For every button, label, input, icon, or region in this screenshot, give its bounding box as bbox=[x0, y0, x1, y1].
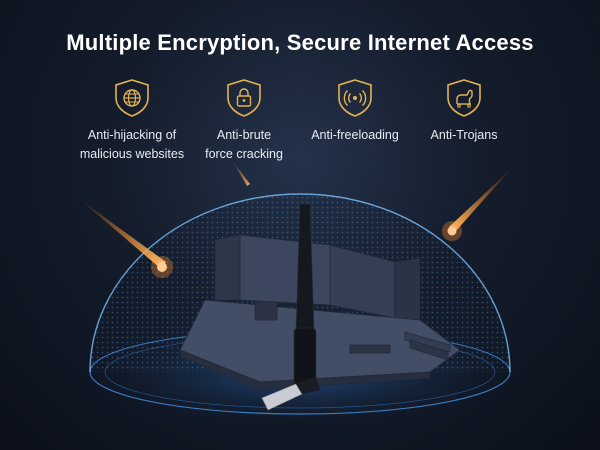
feature-row: Anti-hijacking of malicious websites Ant… bbox=[0, 78, 600, 168]
feature-anti-freeloading: Anti-freeloading bbox=[290, 78, 420, 145]
feature-label: Anti-hijacking of malicious websites bbox=[79, 128, 185, 161]
feature-label: Anti-freeloading bbox=[311, 128, 399, 142]
feature-anti-trojans: Anti-Trojans bbox=[399, 78, 529, 145]
meteor-right bbox=[442, 168, 512, 241]
trojan-horse-icon bbox=[447, 79, 481, 117]
usb-wifi-adapter bbox=[261, 203, 320, 411]
feature-anti-hijacking: Anti-hijacking of malicious websites bbox=[67, 78, 197, 164]
feature-label: Anti-Trojans bbox=[430, 128, 498, 142]
meteor-left bbox=[78, 198, 173, 278]
feature-anti-brute-force: Anti-brute force cracking bbox=[179, 78, 309, 164]
meteor-small bbox=[232, 160, 250, 186]
house-model bbox=[179, 234, 461, 391]
padlock-icon bbox=[227, 79, 261, 117]
wifi-signal-icon bbox=[338, 79, 372, 117]
page-title: Multiple Encryption, Secure Internet Acc… bbox=[66, 30, 534, 55]
globe-icon bbox=[115, 79, 149, 117]
feature-label: Anti-brute force cracking bbox=[205, 128, 283, 161]
